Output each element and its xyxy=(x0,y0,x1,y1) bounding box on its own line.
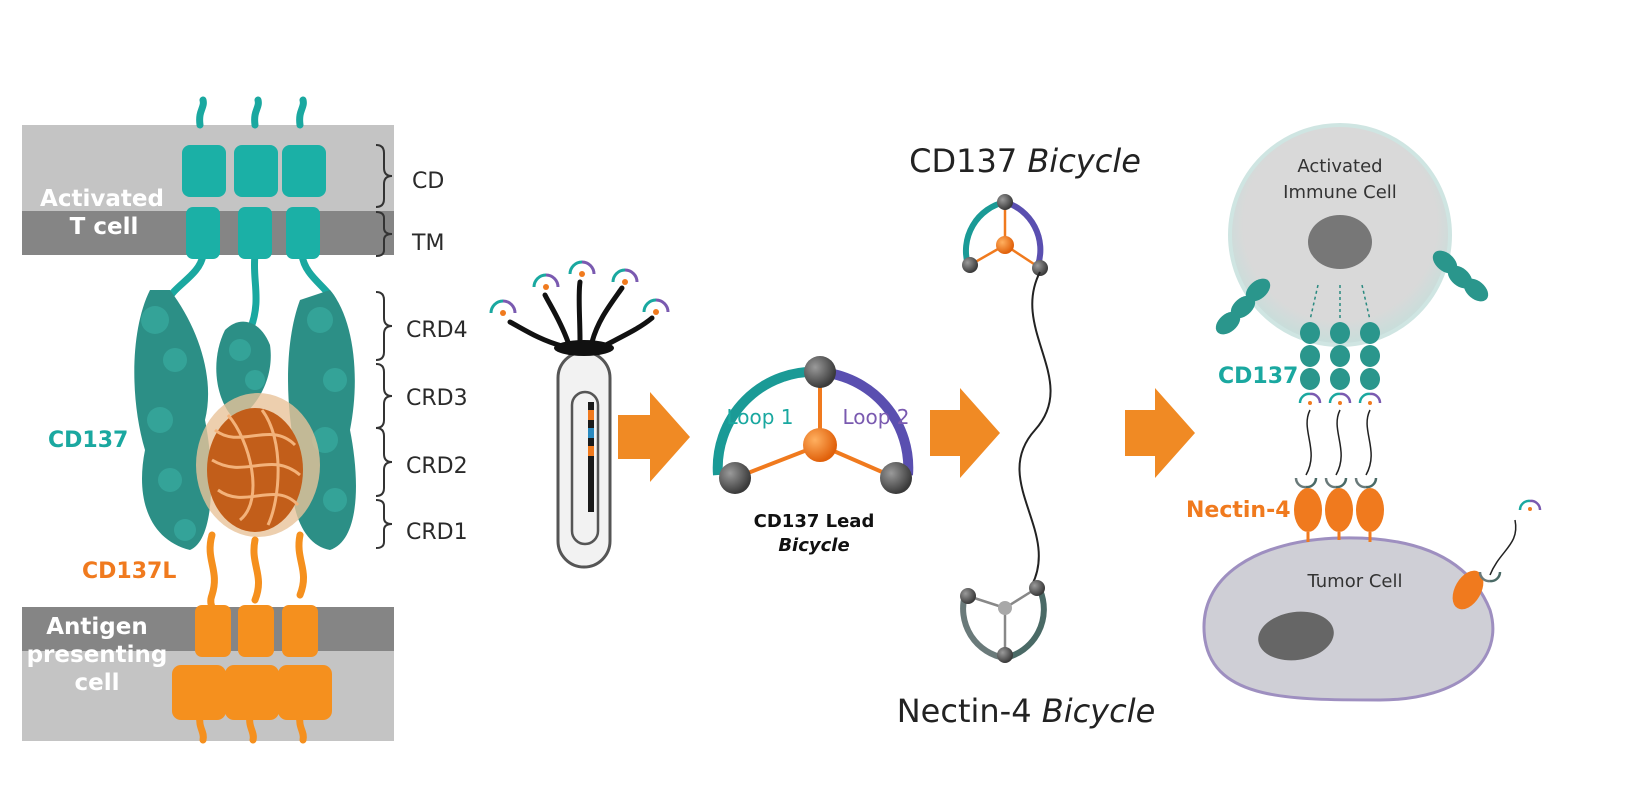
domain-label-crd3: CRD3 xyxy=(406,386,468,411)
domain-label-tm: TM xyxy=(411,231,444,256)
immune-cell-label-line1: Activated xyxy=(1297,156,1382,177)
cd137-lead-bicycle: Loop 1 Loop 2 CD137 Lead Bicycle xyxy=(712,356,914,556)
loop2-arc xyxy=(819,367,914,476)
cysteine-top xyxy=(804,356,836,388)
cd137-stalks xyxy=(164,96,339,334)
tumor-cell xyxy=(1202,536,1495,702)
immune-cell-label-line2: Immune Cell xyxy=(1283,182,1397,203)
loop2-label: Loop 2 xyxy=(842,405,909,429)
cd137-label: CD137 xyxy=(48,428,128,453)
domain-label-crd4: CRD4 xyxy=(406,318,468,343)
process-arrow-2 xyxy=(930,388,1000,478)
phage-genome xyxy=(588,402,594,512)
mechanism-cd137-label: CD137 xyxy=(1218,364,1298,389)
nectin4-bicycle-unit xyxy=(960,580,1047,663)
domain-label-crd1: CRD1 xyxy=(406,520,468,545)
cysteine-left xyxy=(719,462,751,494)
free-tandem-bicycle xyxy=(1478,499,1542,583)
tandem-bicycle-tethers xyxy=(1294,392,1382,489)
panel-mechanism: Activated Immune Cell CD137 xyxy=(1186,123,1542,702)
domain-label-cd: CD xyxy=(412,169,444,194)
phage-body xyxy=(556,350,612,569)
cd137-bicycle-unit xyxy=(962,194,1048,276)
nectin4-bicycle-title: Nectin-4 Bicycle xyxy=(897,692,1156,730)
mechanism-nectin4-label: Nectin-4 xyxy=(1186,498,1291,523)
panel-cd137-structure: Activated T cell Antigen presenting cell… xyxy=(22,96,468,744)
tumor-cell-label: Tumor Cell xyxy=(1307,571,1403,592)
nectin4-receptors xyxy=(1294,488,1484,610)
phage-displayed-bicycles xyxy=(489,260,670,316)
cysteine-right xyxy=(880,462,912,494)
cd137-bicycle-title: CD137 Bicycle xyxy=(909,142,1141,180)
cd137l-core xyxy=(196,393,320,537)
lead-bicycle-label-line2: Bicycle xyxy=(778,535,849,556)
lead-bicycle-label-line1: CD137 Lead xyxy=(754,511,875,532)
clustered-cd137-receptors xyxy=(1300,322,1380,390)
phage-peptide-tails xyxy=(507,279,655,349)
peg-linker xyxy=(1018,271,1052,586)
apc-label-line2: presenting xyxy=(27,642,168,668)
cd137l-label: CD137L xyxy=(82,559,176,584)
t-cell-label-line2: T cell xyxy=(70,214,139,240)
loop1-arc xyxy=(712,366,821,476)
panel-phage-library xyxy=(489,260,670,569)
process-arrow-3 xyxy=(1125,388,1195,478)
tumor-nucleus xyxy=(1258,611,1334,661)
domain-braces xyxy=(375,144,393,549)
apc-label-line3: cell xyxy=(74,670,119,696)
cd137-transmembrane-blocks xyxy=(182,145,326,259)
process-arrow-1 xyxy=(618,392,690,482)
central-scaffold xyxy=(803,428,837,462)
immune-nucleus xyxy=(1308,215,1372,269)
apc-label-line1: Antigen xyxy=(46,614,148,640)
free-cd137-receptors xyxy=(1215,250,1489,335)
domain-label-crd2: CRD2 xyxy=(406,454,468,479)
loop1-label: Loop 1 xyxy=(726,405,793,429)
t-cell-label-line1: Activated xyxy=(40,186,164,212)
cd137l-transmembrane-blocks xyxy=(172,605,332,720)
panel-tandem-bicycle: CD137 Bicycle xyxy=(897,142,1156,730)
